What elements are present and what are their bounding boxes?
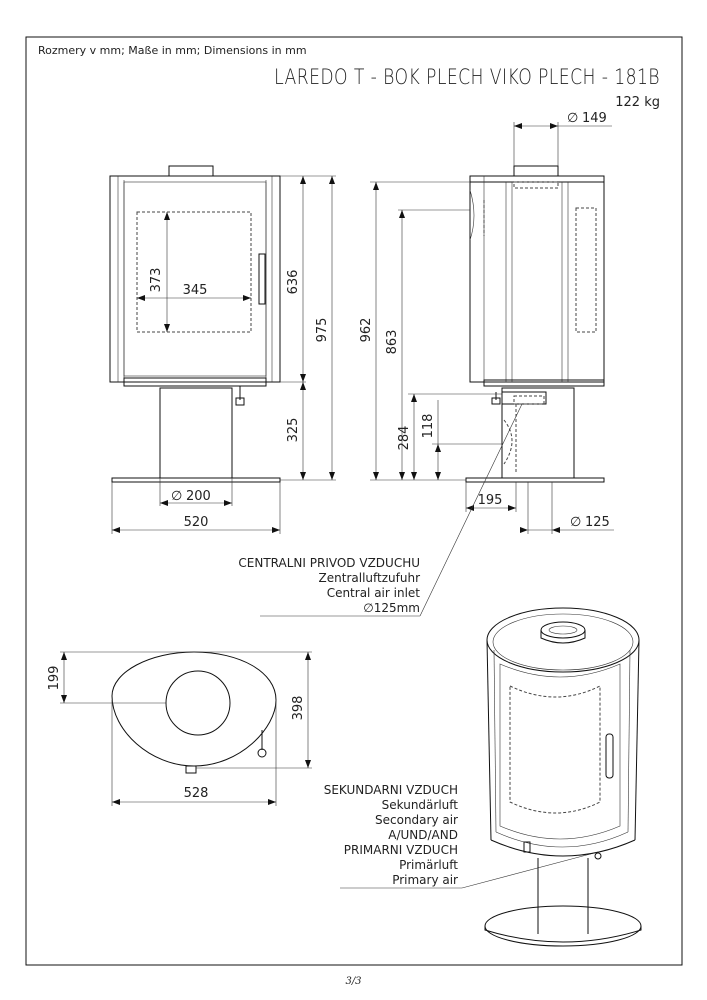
central-air-label-size: ∅125mm [363,601,420,615]
diameter-symbol-149: ∅ [567,111,578,126]
dim-flue-diameter: 149 [582,111,607,126]
primary-air-label-de: Primärluft [399,858,458,872]
dim-door-width: 345 [183,283,208,298]
dim-total-height-front: 975 [315,318,330,343]
front-body [109,175,281,383]
weight-label: 122 kg [615,95,660,110]
dim-plan-offset: 199 [47,666,62,691]
plan-outline [111,651,277,767]
primary-air-label-cz: PRIMARNI VZDUCH [344,843,458,857]
secondary-air-label-en: Secondary air [375,813,458,827]
sheet-border [25,36,683,966]
dim-pedestal-diameter: 200 [186,489,211,504]
page-number: 3/3 [345,976,362,987]
iso-glass [509,685,601,814]
dim-air-inlet-height: 284 [397,426,412,451]
secondary-air-label-de: Sekundärluft [382,798,459,812]
dim-plan-width: 528 [184,786,209,801]
side-base [465,477,605,483]
dim-total-height-side: 962 [359,318,374,343]
secondary-air-label-group: SEKUNDARNI VZDUCH Sekundärluft Secondary… [324,783,599,889]
side-pedestal [501,387,575,479]
front-flue [168,165,214,177]
central-air-label-de: Zentralluftzufuhr [319,571,421,585]
plan-flue [165,670,231,736]
front-pedestal [159,387,233,479]
side-view: ∅ 149 [260,111,614,617]
central-air-label-group: CENTRALNI PRIVOD VZDUCHU Zentralluftzufu… [238,556,420,615]
iso-door [499,663,621,840]
dim-side-height: 863 [385,330,400,355]
central-air-label-en: Central air inlet [327,586,421,600]
side-flue [513,165,559,177]
drawing-title: LAREDO T - BOK PLECH VIKO PLECH - 181B [274,64,660,89]
front-base [111,477,281,483]
dim-pedestal-height: 325 [286,418,301,443]
plan-view: 199 398 528 [47,651,312,806]
primary-air-label-en: Primary air [392,873,458,887]
diameter-symbol-125: ∅ [570,515,581,530]
iso-flue [540,621,586,639]
dim-body-height: 636 [286,270,301,295]
dim-inlet-diameter: 125 [585,515,610,530]
units-note: Rozmery v mm; Maße in mm; Dimensions in … [38,44,307,57]
iso-top [486,607,640,673]
dim-plan-depth: 398 [291,696,306,721]
dim-secondary-height: 118 [421,414,436,439]
side-body [469,175,605,383]
iso-base [484,905,642,947]
diameter-symbol-200: ∅ [171,489,182,504]
dim-inlet-offset: 195 [478,493,503,508]
dim-door-height: 373 [149,268,164,293]
and-label: A/UND/AND [388,828,458,842]
iso-handle [605,733,614,779]
front-view: 373 345 636 325 975 ∅ 200 [109,165,336,534]
side-glass [575,207,597,333]
isometric-view [484,607,642,947]
central-air-label-cz: CENTRALNI PRIVOD VZDUCHU [238,556,420,570]
front-handle [258,253,266,305]
front-glass [136,211,252,333]
dim-base-width: 520 [184,515,209,530]
secondary-air-label-cz: SEKUNDARNI VZDUCH [324,783,458,797]
